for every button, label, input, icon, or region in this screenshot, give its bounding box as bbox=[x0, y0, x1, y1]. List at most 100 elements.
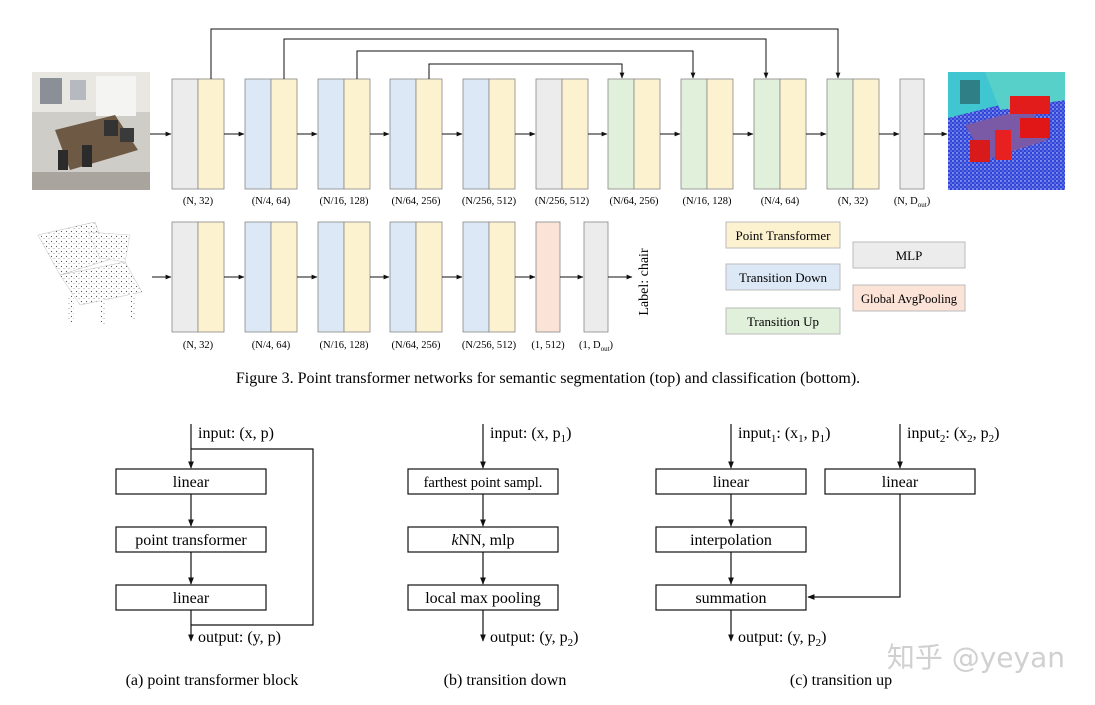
seg-stage-6: (N/256, 512) bbox=[535, 78, 590, 207]
output-segmentation-image bbox=[948, 72, 1065, 190]
segmentation-network-row: (N, 32) (N/4, 64) (N/16, 128) (N/64, 256) (N… bbox=[150, 78, 948, 209]
cls-stage-3: (N/16, 128) bbox=[317, 221, 371, 351]
block-c-input-2: input2: (x2, p2) bbox=[907, 425, 1000, 445]
cls-stage-3-dim-label: (N/16, 128) bbox=[320, 340, 369, 351]
seg-stage-1: (N, 32) bbox=[171, 78, 225, 207]
skip-connection-2 bbox=[283, 38, 769, 79]
seg-stage-3-block bbox=[317, 78, 345, 190]
cls-stage-3-block bbox=[317, 221, 345, 333]
cls-stage-1-dim-label: (N, 32) bbox=[183, 340, 214, 351]
block-a-input: input: (x, p) bbox=[198, 425, 274, 442]
seg-stage-1-block bbox=[171, 78, 199, 190]
skip-connections bbox=[210, 28, 841, 79]
seg-stage-7-dim-label: (N/64, 256) bbox=[610, 196, 659, 207]
block-c-interpolation-label: interpolation bbox=[690, 532, 772, 549]
seg-stage-9-block bbox=[753, 78, 781, 190]
cls-stage-1-point-transformer bbox=[197, 221, 225, 333]
seg-stage-11-block bbox=[899, 78, 925, 190]
cls-stage-5: (N/256, 512) bbox=[462, 221, 517, 351]
cls-stage-2-dim-label: (N/4, 64) bbox=[252, 340, 291, 351]
svg-text:MLP: MLP bbox=[896, 248, 923, 263]
seg-stage-5-dim-label: (N/256, 512) bbox=[462, 196, 517, 207]
legend-mlp: MLP bbox=[852, 241, 966, 269]
skip-connection-3 bbox=[356, 50, 696, 79]
block-b-knn-label: kNN, mlp bbox=[451, 532, 514, 549]
cls-stage-3-point-transformer bbox=[343, 221, 371, 333]
seg-stage-9-point-transformer bbox=[779, 78, 807, 190]
svg-text:Global AvgPooling: Global AvgPooling bbox=[861, 292, 958, 306]
skip-connection-1 bbox=[210, 28, 841, 79]
svg-text:Transition Up: Transition Up bbox=[747, 314, 819, 329]
skip-connection-4 bbox=[428, 63, 625, 79]
cls-stage-1: (N, 32) bbox=[171, 221, 225, 351]
block-c-summation-label: summation bbox=[695, 590, 766, 607]
seg-stage-11: (N, Dout) bbox=[894, 78, 931, 209]
classification-output-label: Label: chair bbox=[637, 248, 652, 316]
cls-stage-4: (N/64, 256) bbox=[389, 221, 443, 351]
seg-stage-7-block bbox=[607, 78, 635, 190]
seg-stage-8-block bbox=[680, 78, 708, 190]
legend-point-transformer: Point Transformer bbox=[725, 221, 841, 249]
seg-stage-7: (N/64, 256) bbox=[607, 78, 661, 207]
legend: Point Transformer Transition Down Transi… bbox=[725, 221, 966, 335]
legend-transition-up: Transition Up bbox=[725, 307, 841, 335]
svg-text:Transition Down: Transition Down bbox=[739, 270, 828, 285]
cls-stage-4-dim-label: (N/64, 256) bbox=[392, 340, 441, 351]
block-c-caption: (c) transition up bbox=[790, 672, 892, 689]
seg-stage-10-dim-label: (N, 32) bbox=[838, 196, 869, 207]
seg-stage-6-dim-label: (N/256, 512) bbox=[535, 196, 590, 207]
watermark: 知乎 @yeyan bbox=[887, 641, 1065, 674]
seg-stage-2-dim-label: (N/4, 64) bbox=[252, 196, 291, 207]
svg-text:Point Transformer: Point Transformer bbox=[736, 228, 832, 243]
cls-stage-6-dim-label: (1, 512) bbox=[531, 340, 565, 351]
block-c-interpolation-box bbox=[655, 526, 807, 553]
seg-stage-8-dim-label: (N/16, 128) bbox=[683, 196, 732, 207]
cls-stage-2: (N/4, 64) bbox=[244, 221, 298, 351]
seg-stage-8: (N/16, 128) bbox=[680, 78, 734, 207]
input-scene-image bbox=[32, 72, 150, 190]
seg-stage-9-dim-label: (N/4, 64) bbox=[761, 196, 800, 207]
seg-stage-11-dim-label: (N, Dout) bbox=[894, 196, 931, 209]
block-a-linear-1-box bbox=[115, 468, 267, 495]
block-a-point-transformer-label: point transformer bbox=[135, 532, 247, 549]
cls-stage-4-block bbox=[389, 221, 417, 333]
cls-stage-7-block bbox=[583, 221, 609, 333]
seg-stage-4-dim-label: (N/64, 256) bbox=[392, 196, 441, 207]
block-b-output: output: (y, p2) bbox=[490, 629, 578, 649]
block-a-output: output: (y, p) bbox=[198, 629, 281, 646]
cls-stage-6-block bbox=[535, 221, 561, 333]
seg-stage-9: (N/4, 64) bbox=[753, 78, 807, 207]
seg-stage-5-block bbox=[462, 78, 490, 190]
block-c-summation-box bbox=[655, 584, 807, 611]
block-b-input: input: (x, p1) bbox=[490, 425, 572, 445]
cls-stage-6: (1, 512) bbox=[531, 221, 565, 351]
seg-stage-10: (N, 32) bbox=[826, 78, 880, 207]
cls-stage-5-dim-label: (N/256, 512) bbox=[462, 340, 517, 351]
block-c-linear-1-label: linear bbox=[713, 474, 750, 491]
block-b-fps-box bbox=[407, 468, 559, 495]
seg-stage-1-dim-label: (N, 32) bbox=[183, 196, 214, 207]
transition-up-diagram: input1: (x1, p1) input2: (x2, p2) linear… bbox=[655, 424, 1000, 689]
seg-stage-2-point-transformer bbox=[270, 78, 298, 190]
block-a-caption: (a) point transformer block bbox=[126, 672, 299, 689]
cls-stage-7-dim-label: (1, Dout) bbox=[579, 340, 614, 353]
seg-stage-3: (N/16, 128) bbox=[317, 78, 371, 207]
seg-stage-4-block bbox=[389, 78, 417, 190]
seg-stage-2: (N/4, 64) bbox=[244, 78, 298, 207]
input-chair-pointcloud bbox=[37, 221, 143, 326]
block-c-linear-2-label: linear bbox=[882, 474, 919, 491]
block-b-fps-label: farthest point sampl. bbox=[424, 475, 543, 491]
legend-global-avgpooling: Global AvgPooling bbox=[852, 284, 966, 312]
seg-stage-1-point-transformer bbox=[197, 78, 225, 190]
block-b-caption: (b) transition down bbox=[444, 672, 567, 689]
seg-stage-8-point-transformer bbox=[706, 78, 734, 190]
cls-stage-7: (1, Dout) bbox=[579, 221, 614, 353]
block-a-linear-2-label: linear bbox=[173, 590, 210, 607]
block-a-linear-1-label: linear bbox=[173, 474, 210, 491]
figure-3-caption: Figure 3. Point transformer networks for… bbox=[236, 370, 860, 387]
block-a-point-transformer-box bbox=[115, 526, 267, 553]
point-transformer-block-diagram: input: (x, p) linear point transformer l… bbox=[115, 424, 314, 689]
cls-stage-5-block bbox=[462, 221, 490, 333]
classification-network-row: (N, 32) (N/4, 64) (N/16, 128) (N/64, 256) (N… bbox=[152, 221, 633, 353]
